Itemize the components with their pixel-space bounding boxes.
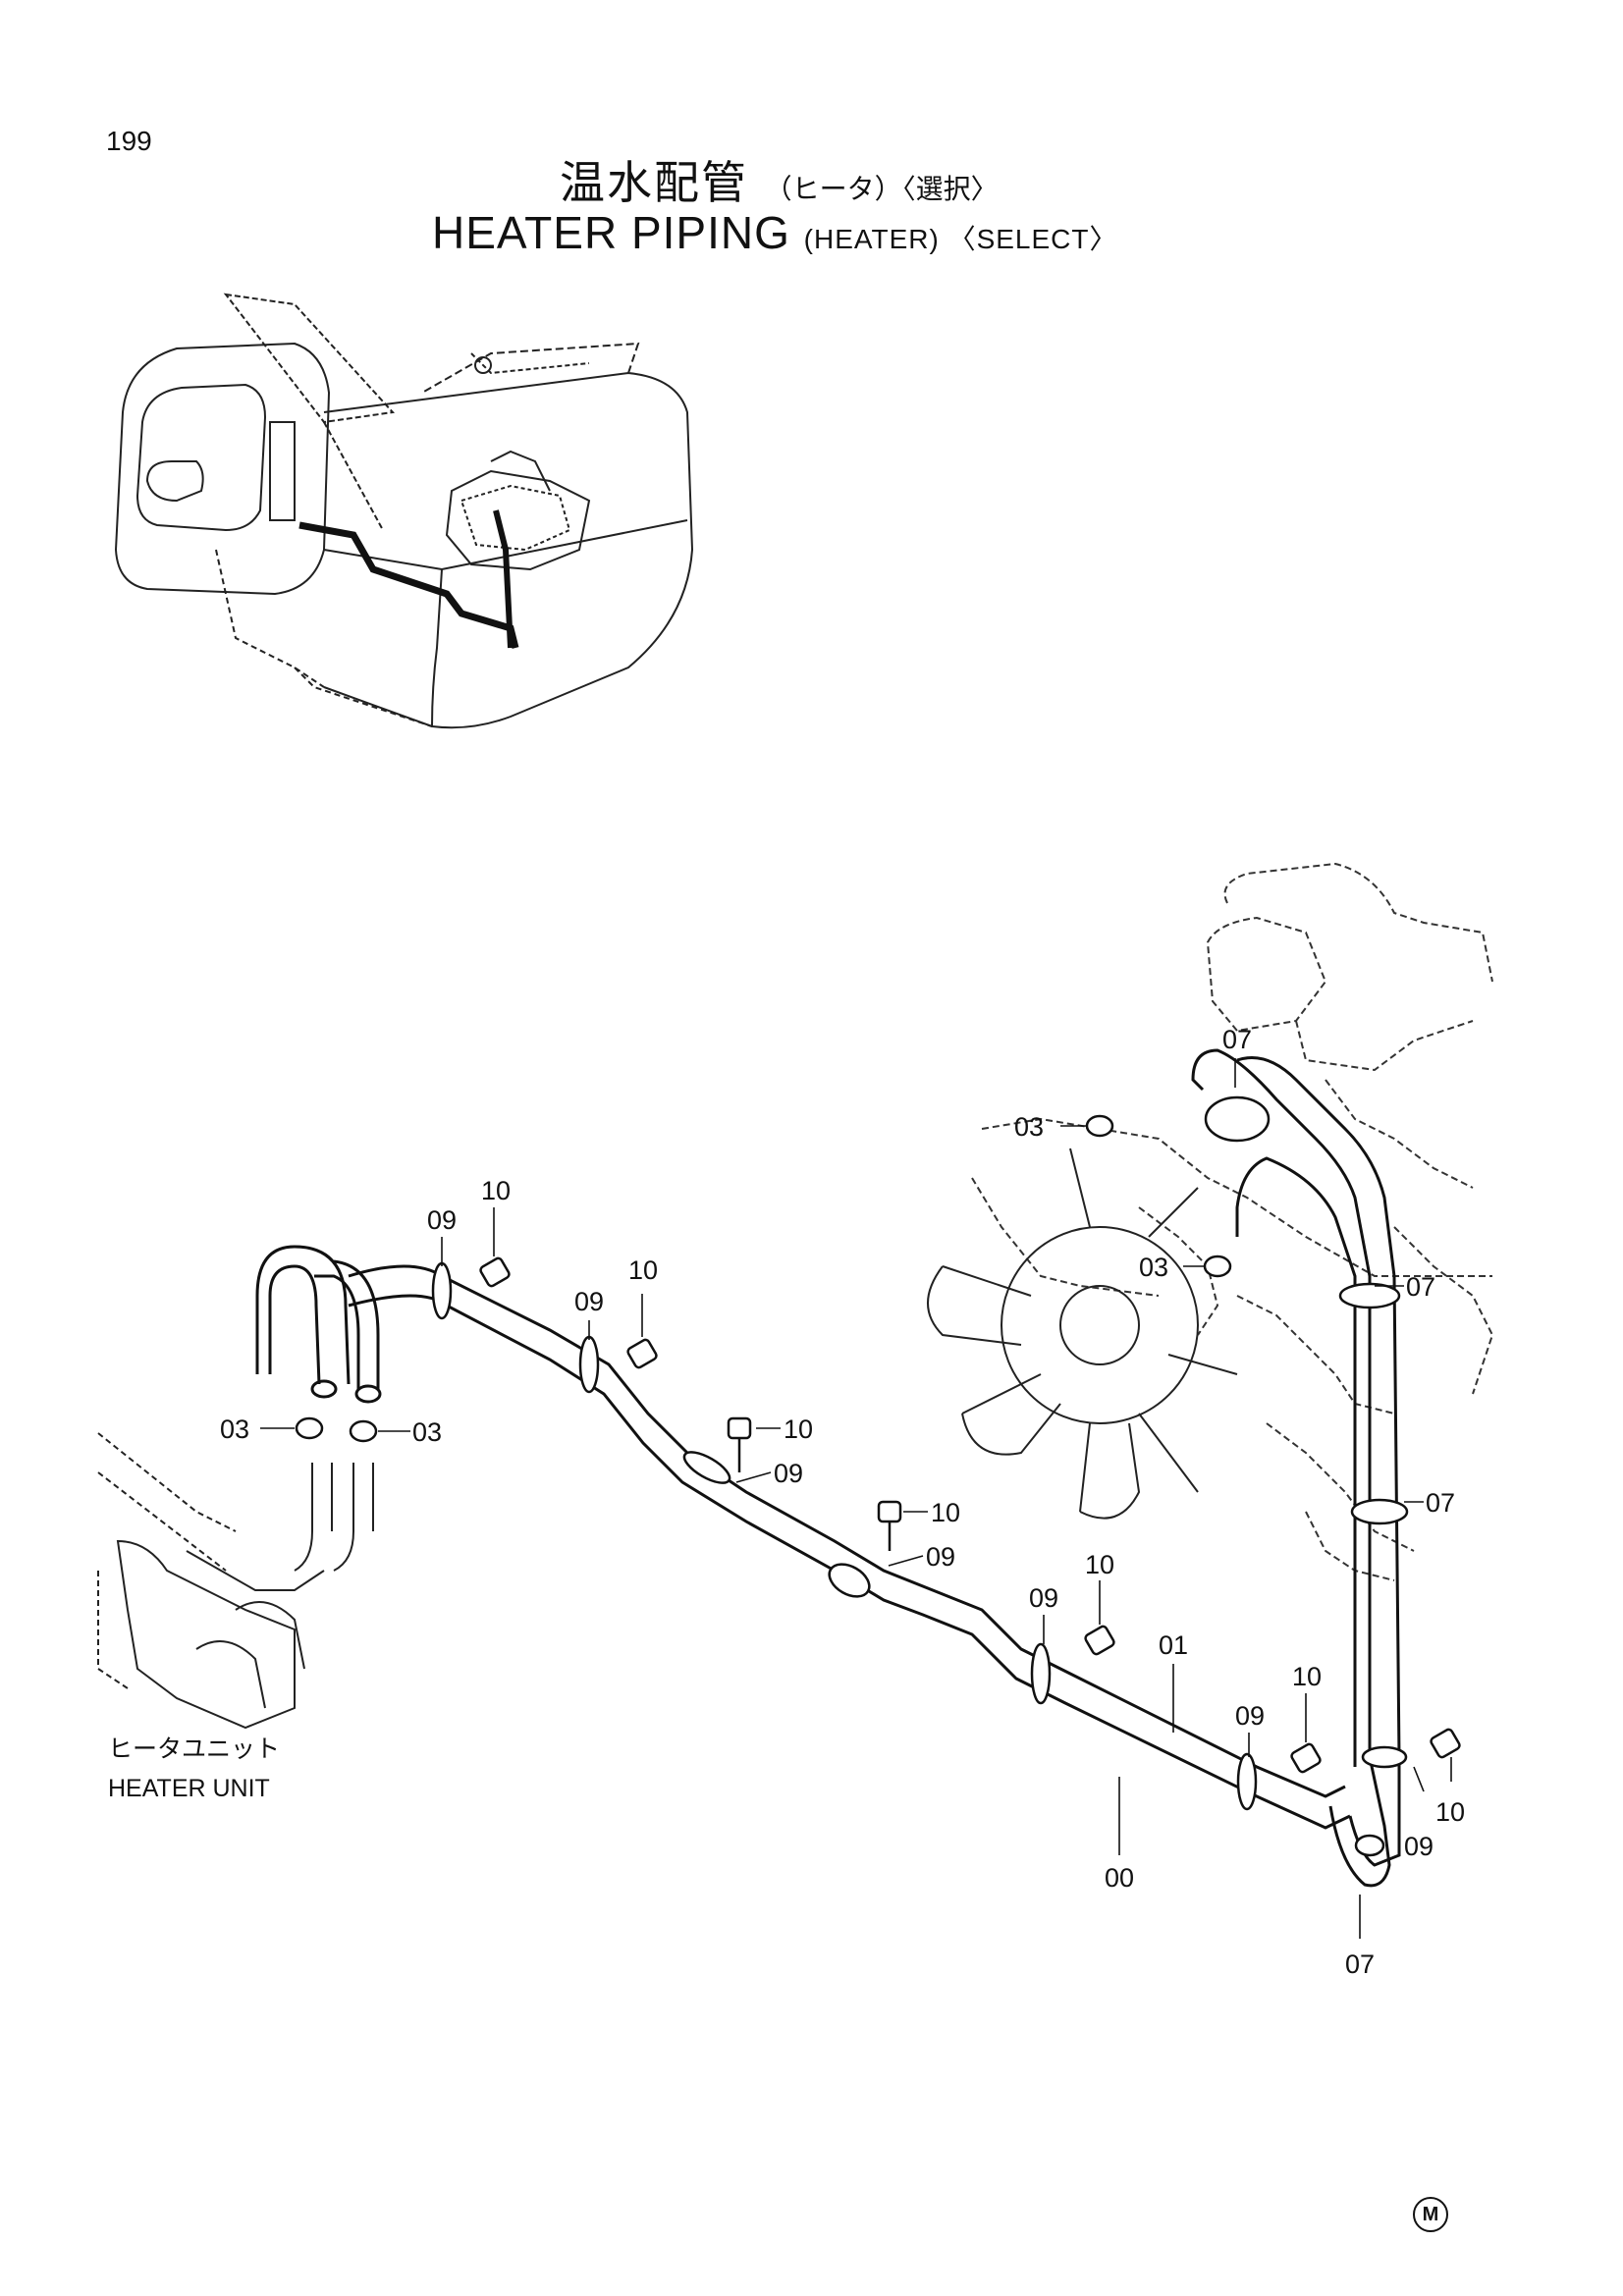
callout-10-fourth: 10 (931, 1498, 960, 1527)
title-en-main: HEATER PIPING (432, 207, 790, 258)
corner-mark: M (1413, 2197, 1448, 2232)
callout-10-sixth: 10 (1292, 1662, 1322, 1691)
title-japanese: 温水配管 （ヒータ）〈選択〉 (560, 147, 999, 212)
callout-07-lower-right: 07 (1426, 1488, 1455, 1518)
callout-03-heater-left: 03 (220, 1415, 249, 1444)
callout-03-lower-engine: 03 (1139, 1253, 1168, 1282)
pipe-00 (348, 1294, 1351, 1830)
callout-07-top: 07 (1222, 1025, 1252, 1054)
callout-09-fifth: 09 (1029, 1583, 1058, 1613)
callout-labels: 07 03 03 07 07 10 09 10 09 03 03 10 09 1… (220, 1025, 1465, 1979)
callout-09-third: 09 (774, 1459, 803, 1488)
pipe-loop-right (314, 1274, 360, 1389)
page-number: 199 (106, 126, 152, 156)
leader-lines (260, 1058, 1452, 1939)
callout-09-sixth: 09 (1235, 1701, 1265, 1731)
callout-10-seventh: 10 (1435, 1797, 1465, 1827)
bolts (295, 1114, 1461, 1774)
callout-07-bottom: 07 (1345, 1949, 1375, 1979)
callout-03-heater-right: 03 (412, 1417, 442, 1447)
callout-10-third: 10 (784, 1415, 813, 1444)
heater-unit-label-en: HEATER UNIT (108, 1775, 270, 1802)
heater-pipe-assembly (255, 1048, 1401, 1888)
pipe-01 (348, 1264, 1346, 1798)
title-jp-main: 温水配管 (560, 156, 748, 209)
callout-01: 01 (1159, 1630, 1188, 1660)
title-en-sub: (HEATER) 〈SELECT〉 (803, 224, 1118, 254)
callout-10-fifth: 10 (1085, 1550, 1114, 1579)
heater-unit-illustration (97, 1432, 374, 1730)
callout-10-second: 10 (628, 1255, 658, 1285)
callout-09-second: 09 (574, 1287, 604, 1316)
callout-00: 00 (1105, 1863, 1134, 1893)
title-english: HEATER PIPING (HEATER) 〈SELECT〉 (432, 206, 1118, 259)
clamps (431, 1095, 1409, 1857)
callout-03-upper-engine: 03 (1014, 1112, 1044, 1142)
excavator-overview-illustration (114, 293, 694, 729)
engine-fan-illustration (927, 1148, 1238, 1520)
pipe-loop-left (268, 1264, 321, 1385)
heater-unit-label-jp: ヒータユニット (108, 1735, 280, 1763)
callout-09-fourth: 09 (926, 1542, 955, 1572)
callout-09-first: 09 (427, 1205, 457, 1235)
engine-illustration (971, 862, 1494, 1581)
callout-10-first: 10 (481, 1176, 511, 1205)
callout-09-seventh: 09 (1404, 1832, 1434, 1861)
title-jp-sub: （ヒータ）〈選択〉 (764, 173, 999, 205)
callout-07-mid-right: 07 (1406, 1272, 1435, 1302)
